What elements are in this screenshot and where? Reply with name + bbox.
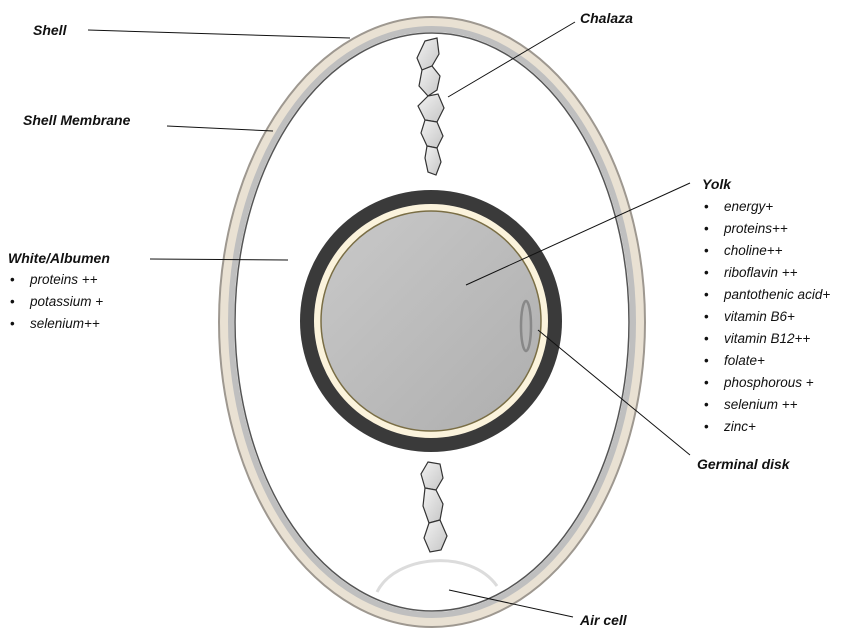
- nutrient-item: • energy+: [702, 198, 830, 220]
- nutrient-item: • zinc+: [702, 418, 830, 440]
- nutrient-text: folate+: [724, 353, 765, 368]
- air-cell-label: Air cell: [580, 612, 627, 628]
- bullet-icon: •: [10, 315, 15, 333]
- white-label: White/Albumen: [8, 250, 110, 266]
- nutrient-item: • selenium++: [8, 315, 103, 337]
- nutrient-text: choline++: [724, 243, 783, 258]
- bullet-icon: •: [704, 308, 709, 326]
- bullet-icon: •: [704, 286, 709, 304]
- bullet-icon: •: [704, 374, 709, 392]
- shell-membrane-leader-line: [167, 126, 273, 131]
- bullet-icon: •: [704, 352, 709, 370]
- germinal-disk-label: Germinal disk: [697, 456, 790, 472]
- nutrient-item: • choline++: [702, 242, 830, 264]
- nutrient-text: vitamin B6+: [724, 309, 795, 324]
- nutrient-item: • vitamin B6+: [702, 308, 830, 330]
- bullet-icon: •: [704, 242, 709, 260]
- nutrient-item: • riboflavin ++: [702, 264, 830, 286]
- nutrient-item: • pantothenic acid+: [702, 286, 830, 308]
- bullet-icon: •: [704, 198, 709, 216]
- shell-label: Shell: [33, 22, 66, 38]
- nutrient-item: • potassium +: [8, 293, 103, 315]
- nutrient-text: pantothenic acid+: [724, 287, 830, 302]
- yolk-label: Yolk: [702, 176, 731, 192]
- bullet-icon: •: [704, 220, 709, 238]
- nutrient-text: riboflavin ++: [724, 265, 798, 280]
- nutrient-text: vitamin B12++: [724, 331, 810, 346]
- nutrient-text: potassium +: [30, 294, 103, 309]
- bullet-icon: •: [704, 264, 709, 282]
- nutrient-text: proteins++: [724, 221, 788, 236]
- yolk-nutrient-list: • energy+ • proteins++ • choline++ • riboflavin…: [702, 198, 830, 440]
- chalaza-label: Chalaza: [580, 10, 633, 26]
- nutrient-text: zinc+: [724, 419, 756, 434]
- shell-membrane-label: Shell Membrane: [23, 112, 130, 128]
- nutrient-text: energy+: [724, 199, 773, 214]
- nutrient-item: • proteins ++: [8, 271, 103, 293]
- white-nutrient-list: • proteins ++ • potassium + • selenium++: [8, 271, 103, 337]
- nutrient-item: • folate+: [702, 352, 830, 374]
- nutrient-text: proteins ++: [30, 272, 98, 287]
- bullet-icon: •: [10, 271, 15, 289]
- shell-leader-line: [88, 30, 350, 38]
- bullet-icon: •: [704, 330, 709, 348]
- nutrient-text: phosphorous +: [724, 375, 814, 390]
- germinal-disk: [521, 301, 531, 351]
- nutrient-item: • selenium ++: [702, 396, 830, 418]
- nutrient-text: selenium++: [30, 316, 100, 331]
- nutrient-text: selenium ++: [724, 397, 798, 412]
- yolk: [321, 211, 541, 431]
- bullet-icon: •: [10, 293, 15, 311]
- nutrient-item: • proteins++: [702, 220, 830, 242]
- bullet-icon: •: [704, 418, 709, 436]
- bullet-icon: •: [704, 396, 709, 414]
- nutrient-item: • vitamin B12++: [702, 330, 830, 352]
- nutrient-item: • phosphorous +: [702, 374, 830, 396]
